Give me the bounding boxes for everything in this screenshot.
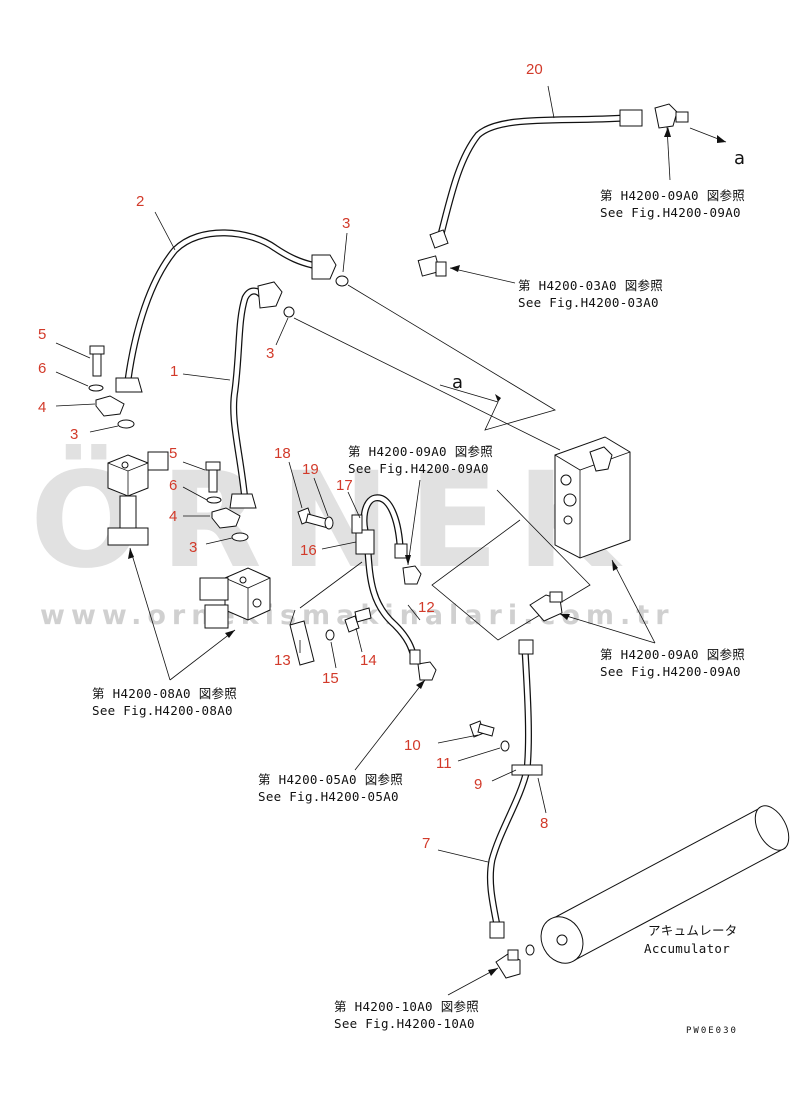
ref-05a0-en: See Fig.H4200-05A0 (258, 789, 399, 804)
drawing-code: PW0E030 (686, 1026, 738, 1036)
ref-10a0-en: See Fig.H4200-10A0 (334, 1016, 475, 1031)
ref-09a0-mid-jp: 第 H4200-09A0 図参照 (348, 444, 493, 459)
callout-18: 18 (274, 445, 291, 462)
callout-9: 9 (474, 776, 482, 793)
callout-3: 3 (70, 426, 78, 443)
elbow-fitting-10a0 (495, 949, 521, 979)
callout-5: 5 (38, 326, 46, 343)
callout-17: 17 (336, 477, 353, 494)
valve-block-left (107, 451, 169, 546)
callouts: 20 2 3 3 5 6 4 3 1 5 6 4 3 18 19 17 16 1… (38, 61, 548, 852)
letter-a-top: a (734, 148, 745, 169)
control-valve (554, 436, 631, 559)
reference-labels: 第 H4200-09A0 図参照 See Fig.H4200-09A0 第 H4… (92, 188, 745, 1031)
callout-13: 13 (274, 652, 291, 669)
callout-20: 20 (526, 61, 543, 78)
callout-4: 4 (169, 508, 177, 525)
ref-03a0-jp: 第 H4200-03A0 図参照 (518, 278, 663, 293)
callout-3: 3 (189, 539, 197, 556)
callout-12: 12 (418, 599, 435, 616)
callout-6: 6 (38, 360, 46, 377)
accumulator-label-jp: アキュムレータ (648, 923, 738, 938)
callout-3: 3 (266, 345, 274, 362)
ref-09a0-right-jp: 第 H4200-09A0 図参照 (600, 647, 745, 662)
bolt-5-top (89, 345, 105, 377)
ref-09a0-right-en: See Fig.H4200-09A0 (600, 664, 741, 679)
ref-03a0-en: See Fig.H4200-03A0 (518, 295, 659, 310)
callout-16: 16 (300, 542, 317, 559)
elbow-fitting-right (529, 591, 563, 622)
ref-10a0-jp: 第 H4200-10A0 図参照 (334, 999, 479, 1014)
callout-1: 1 (170, 363, 178, 380)
callout-2: 2 (136, 193, 144, 210)
ref-09a0-top-en: See Fig.H4200-09A0 (600, 205, 741, 220)
valve-block-lower (199, 567, 271, 629)
callout-15: 15 (322, 670, 339, 687)
letter-a-mid: a (452, 372, 463, 393)
hose-1 (229, 281, 283, 509)
callout-14: 14 (360, 652, 377, 669)
callout-8: 8 (540, 815, 548, 832)
callout-7: 7 (422, 835, 430, 852)
accumulator-label-en: Accumulator (644, 941, 730, 956)
callout-11: 11 (436, 755, 452, 772)
accumulator (540, 805, 790, 964)
bolt-5-mid (205, 461, 221, 493)
callout-4: 4 (38, 399, 46, 416)
callout-5: 5 (169, 445, 177, 462)
hose-2 (115, 229, 337, 393)
ref-05a0-jp: 第 H4200-05A0 図参照 (258, 772, 403, 787)
hose-12 (360, 494, 437, 681)
ref-08a0-jp: 第 H4200-08A0 図参照 (92, 686, 237, 701)
callout-6: 6 (169, 477, 177, 494)
callout-3: 3 (342, 215, 350, 232)
ref-08a0-en: See Fig.H4200-08A0 (92, 703, 233, 718)
hose-20 (417, 103, 689, 277)
ref-09a0-top-jp: 第 H4200-09A0 図参照 (600, 188, 745, 203)
callout-19: 19 (302, 461, 319, 478)
hose-7-9 (486, 639, 543, 939)
ref-09a0-mid-en: See Fig.H4200-09A0 (348, 461, 489, 476)
callout-10: 10 (404, 737, 421, 754)
